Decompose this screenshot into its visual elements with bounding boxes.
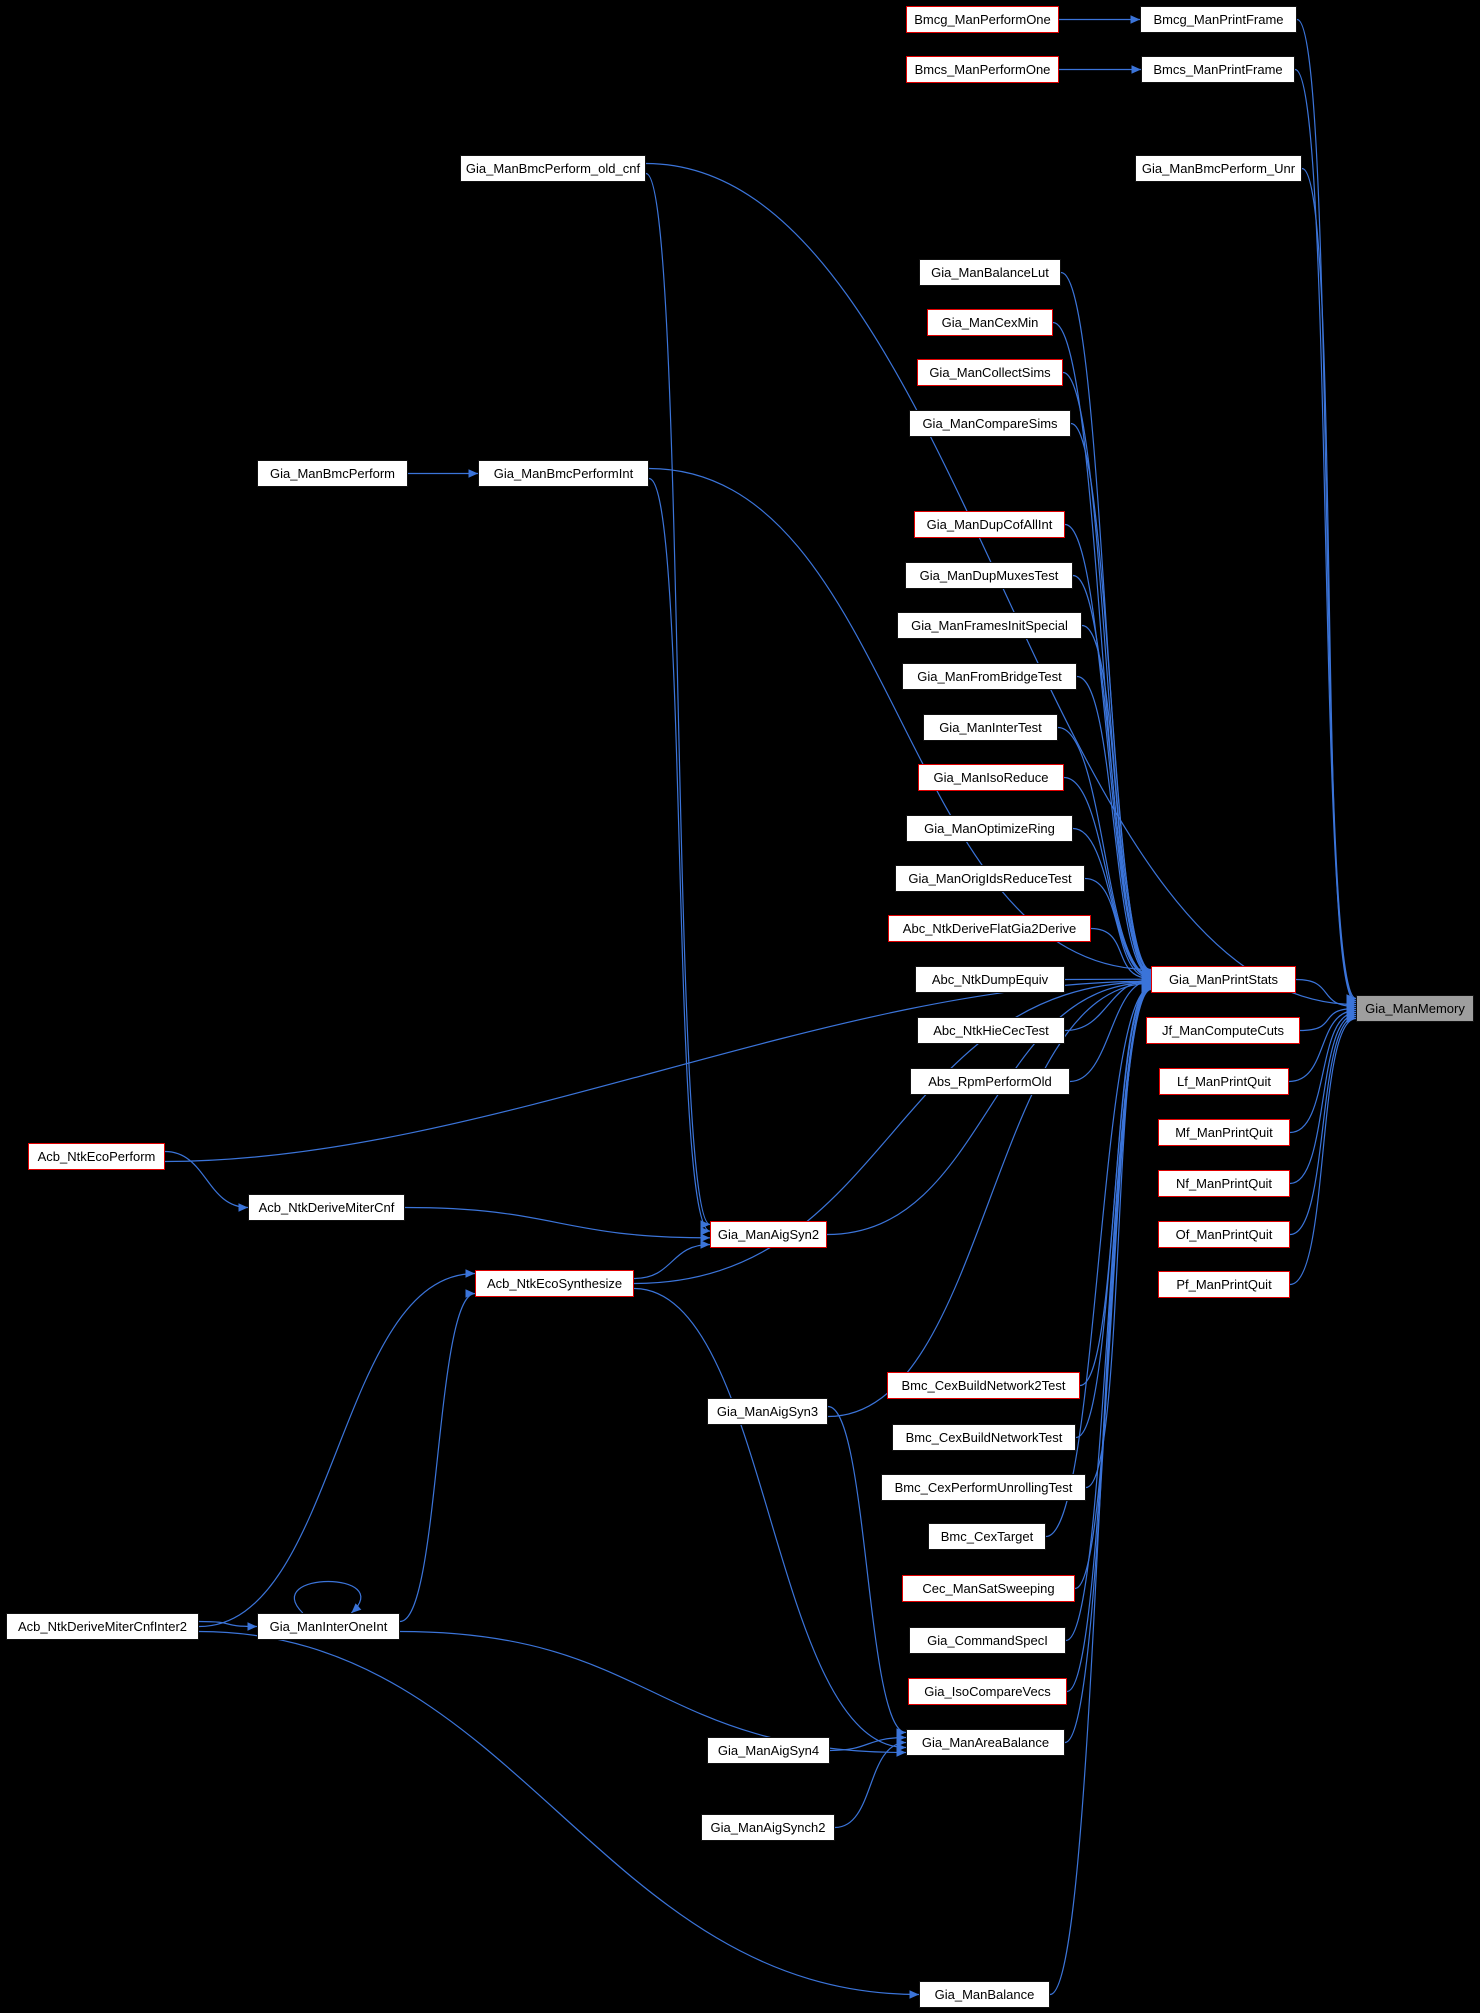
edge-collectsims-printstats xyxy=(1062,371,1152,976)
node-cexbuild[interactable]: Bmc_CexBuildNetworkTest xyxy=(892,1424,1076,1451)
edge-aigsyn2-printstats xyxy=(826,978,1152,1236)
edge-bmcg_frame-memory xyxy=(1296,18,1357,1003)
node-dumpequiv[interactable]: Abc_NtkDumpEquiv xyxy=(915,966,1065,993)
node-derivemitercnf[interactable]: Acb_NtkDeriveMiterCnf xyxy=(248,1194,405,1221)
node-nf_quit[interactable]: Nf_ManPrintQuit xyxy=(1158,1170,1290,1197)
node-optimizering[interactable]: Gia_ManOptimizeRing xyxy=(906,815,1073,842)
edge-mitercnfinter2-balance xyxy=(198,1630,920,1999)
edge-interoneint-interoneint xyxy=(293,1581,362,1614)
node-pf_quit[interactable]: Pf_ManPrintQuit xyxy=(1158,1271,1290,1298)
node-balance[interactable]: Gia_ManBalance xyxy=(919,1981,1050,2008)
node-bmc_unr[interactable]: Gia_ManBmcPerform_Unr xyxy=(1135,155,1302,182)
edge-bmcperformint-aigsyn2 xyxy=(648,477,711,1236)
node-cexbuild2[interactable]: Bmc_CexBuildNetwork2Test xyxy=(887,1372,1080,1399)
edge-flatgia2-printstats xyxy=(1090,927,1152,983)
edge-origids-printstats xyxy=(1084,877,1152,983)
edge-bmc_unr-memory xyxy=(1301,167,1357,1007)
node-rpmold[interactable]: Abs_RpmPerformOld xyxy=(910,1068,1070,1095)
node-balancelut[interactable]: Gia_ManBalanceLut xyxy=(919,259,1061,286)
node-ecoperform[interactable]: Acb_NtkEcoPerform xyxy=(28,1143,165,1170)
node-isocompare[interactable]: Gia_IsoCompareVecs xyxy=(908,1678,1067,1705)
node-hiecec[interactable]: Abc_NtkHieCecTest xyxy=(917,1017,1065,1044)
node-cexmin[interactable]: Gia_ManCexMin xyxy=(927,309,1053,336)
edge-bmcperformint-printstats xyxy=(648,467,1152,974)
edge-bmc_old_cnf-aigsyn2 xyxy=(645,172,711,1229)
node-commandspeci[interactable]: Gia_CommandSpecI xyxy=(909,1627,1066,1654)
edge-framesinit-printstats xyxy=(1081,624,1152,979)
node-mf_quit[interactable]: Mf_ManPrintQuit xyxy=(1158,1119,1290,1146)
edge-aigsyn3-areabalance xyxy=(827,1405,907,1737)
edge-optimizering-printstats xyxy=(1072,827,1152,982)
edge-cexbuild-printstats xyxy=(1075,981,1152,1439)
node-isoreduce[interactable]: Gia_ManIsoReduce xyxy=(918,764,1064,791)
node-jf_cuts[interactable]: Jf_ManComputeCuts xyxy=(1146,1017,1300,1044)
node-bmcg_perform[interactable]: Bmcg_ManPerformOne xyxy=(906,6,1059,33)
edge-isocompare-printstats xyxy=(1066,985,1152,1693)
node-frombridge[interactable]: Gia_ManFromBridgeTest xyxy=(902,663,1077,690)
edge-printstats-memory xyxy=(1295,978,1357,1011)
edge-cexmin-printstats xyxy=(1052,321,1152,976)
edge-of_quit-memory xyxy=(1289,1012,1357,1236)
node-framesinit[interactable]: Gia_ManFramesInitSpecial xyxy=(897,612,1082,639)
edge-dupcofallint-printstats xyxy=(1064,523,1152,978)
edge-dupmuxestest-printstats xyxy=(1072,574,1152,978)
node-cextarget[interactable]: Bmc_CexTarget xyxy=(928,1523,1046,1550)
node-bmcs_perform[interactable]: Bmcs_ManPerformOne xyxy=(906,56,1059,83)
node-flatgia2[interactable]: Abc_NtkDeriveFlatGia2Derive xyxy=(888,915,1091,942)
node-mitercnfinter2[interactable]: Acb_NtkDeriveMiterCnfInter2 xyxy=(6,1613,199,1640)
node-bmcg_frame[interactable]: Bmcg_ManPrintFrame xyxy=(1140,6,1297,33)
node-aigsyn3[interactable]: Gia_ManAigSyn3 xyxy=(707,1398,828,1425)
node-bmc_old_cnf[interactable]: Gia_ManBmcPerform_old_cnf xyxy=(460,155,646,182)
node-of_quit[interactable]: Of_ManPrintQuit xyxy=(1158,1221,1290,1248)
node-aigsyn2[interactable]: Gia_ManAigSyn2 xyxy=(710,1221,827,1248)
edge-ecoperform-derivemitercnf xyxy=(164,1150,249,1212)
edge-aigsynch2-areabalance xyxy=(834,1738,907,1829)
node-collectsims[interactable]: Gia_ManCollectSims xyxy=(917,359,1063,386)
edge-mf_quit-memory xyxy=(1289,1008,1357,1134)
edge-frombridge-printstats xyxy=(1076,675,1152,980)
node-bmcs_frame[interactable]: Bmcs_ManPrintFrame xyxy=(1141,56,1295,83)
node-intertest[interactable]: Gia_ManInterTest xyxy=(923,714,1058,741)
edge-mitercnfinter2-interoneint xyxy=(198,1620,258,1631)
node-cecsat[interactable]: Cec_ManSatSweeping xyxy=(902,1575,1075,1602)
edge-cextarget-printstats xyxy=(1045,983,1152,1538)
node-cexunroll[interactable]: Bmc_CexPerformUnrollingTest xyxy=(881,1474,1086,1501)
node-bmcperform[interactable]: Gia_ManBmcPerform xyxy=(257,460,408,487)
edge-nf_quit-memory xyxy=(1289,1010,1357,1185)
edge-ecosynthesize-areabalance xyxy=(633,1287,907,1752)
edge-rpmold-printstats xyxy=(1069,976,1152,1083)
node-aigsynch2[interactable]: Gia_ManAigSynch2 xyxy=(701,1814,835,1841)
edge-isoreduce-printstats xyxy=(1063,776,1152,981)
edge-cecsat-printstats xyxy=(1074,983,1152,1590)
edge-ecosynthesize-aigsyn2 xyxy=(633,1240,711,1280)
node-aigsyn4[interactable]: Gia_ManAigSyn4 xyxy=(707,1737,830,1764)
edge-ecosynthesize-printstats xyxy=(633,977,1152,1285)
edge-aigsyn4-areabalance xyxy=(829,1733,907,1752)
node-comparesims[interactable]: Gia_ManCompareSims xyxy=(909,410,1071,437)
node-areabalance[interactable]: Gia_ManAreaBalance xyxy=(906,1729,1065,1756)
edge-jf_cuts-memory xyxy=(1299,1004,1357,1032)
node-dupcofallint[interactable]: Gia_ManDupCofAllInt xyxy=(914,511,1065,538)
edge-interoneint-ecosynthesize xyxy=(399,1289,476,1623)
edge-comparesims-printstats xyxy=(1070,422,1152,977)
edge-intertest-printstats xyxy=(1057,726,1152,980)
edge-pf_quit-memory xyxy=(1289,1014,1357,1286)
edge-commandspeci-printstats xyxy=(1065,984,1152,1642)
edge-bmcs_frame-memory xyxy=(1294,68,1357,1005)
node-printstats[interactable]: Gia_ManPrintStats xyxy=(1151,966,1296,993)
edge-mitercnfinter2-ecosynthesize xyxy=(198,1269,476,1628)
node-bmcperformint[interactable]: Gia_ManBmcPerformInt xyxy=(478,460,649,487)
node-lf_quit[interactable]: Lf_ManPrintQuit xyxy=(1159,1068,1289,1095)
edge-derivemitercnf-aigsyn2 xyxy=(404,1206,711,1243)
node-interoneint[interactable]: Gia_ManInterOneInt xyxy=(257,1613,400,1640)
node-ecosynthesize[interactable]: Acb_NtkEcoSynthesize xyxy=(475,1270,634,1297)
edge-lf_quit-memory xyxy=(1288,1006,1357,1083)
node-origids[interactable]: Gia_ManOrigIdsReduceTest xyxy=(895,865,1085,892)
edge-interoneint-areabalance xyxy=(399,1630,907,1757)
node-dupmuxestest[interactable]: Gia_ManDupMuxesTest xyxy=(905,562,1073,589)
node-memory[interactable]: Gia_ManMemory xyxy=(1356,995,1474,1022)
